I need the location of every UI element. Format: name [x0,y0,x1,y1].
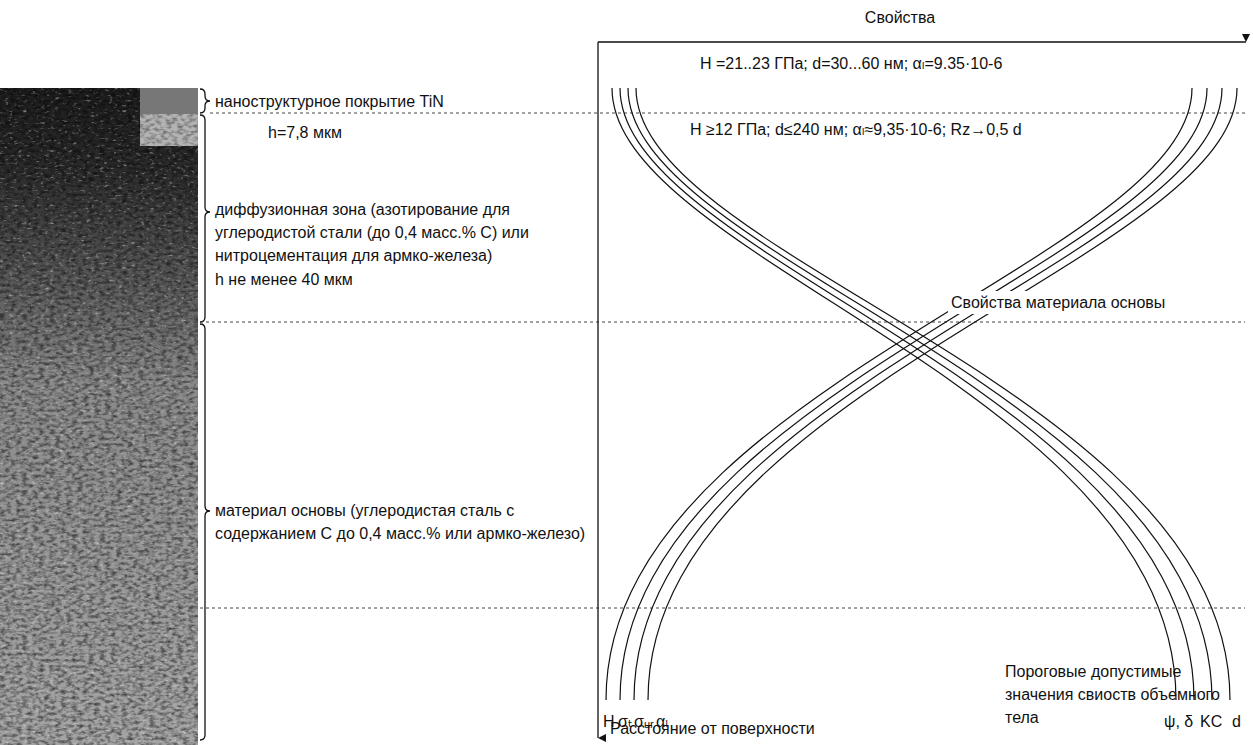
increasing-property-curve [606,88,1192,700]
increasing-property-curve [634,88,1222,700]
coating-properties: H =21..23 ГПа; d=30...60 нм; αₗ=9.35·10-… [700,52,1002,75]
increasing-property-curve [648,88,1237,700]
boundary-line [210,113,1245,114]
inset-grain [140,114,198,146]
braces [200,89,210,740]
brace [200,89,210,113]
axis-title: Свойства [820,6,980,29]
properties-axis [598,41,1246,42]
depth-axis [597,42,598,738]
micrograph-grain [0,88,198,745]
diffusion-properties: H ≥12 ГПа; d≤240 нм; αₗ≈9,35·10-6; Rz→0,… [690,118,1022,141]
brace [200,324,210,740]
micrograph-ground [0,88,198,745]
boundary-line [200,322,1245,323]
thickness: h не менее 40 мкм [215,268,353,291]
decreasing-property-curve [620,88,1194,700]
property-symbol: KC [1200,710,1222,733]
micrograph-grain [0,88,198,745]
increasing-property-curve [620,88,1207,700]
property-curves [606,88,1237,700]
micrograph [0,88,198,745]
property-symbol: d [1232,710,1241,733]
brace [200,115,210,322]
decreasing-property-curve [612,88,1176,700]
axis-title: Расстояние от поверхности [610,717,815,740]
decreasing-property-curve [628,88,1212,700]
zone-boundaries [200,113,1245,608]
curve-note: Свойства материала основы [948,291,1168,314]
boundary-line [200,608,1245,609]
inset-coating [140,88,198,114]
zone-name: наноструктурное покрытие TiN [215,90,444,113]
zone-name: материал основы (углеродистая сталь с со… [215,499,590,545]
inset-diffusion [140,114,198,146]
thickness: h=7,8 мкм [268,121,342,144]
property-symbol: ψ, δ [1164,710,1193,733]
zone-name: диффузионная зона (азотирование для угле… [215,198,590,267]
